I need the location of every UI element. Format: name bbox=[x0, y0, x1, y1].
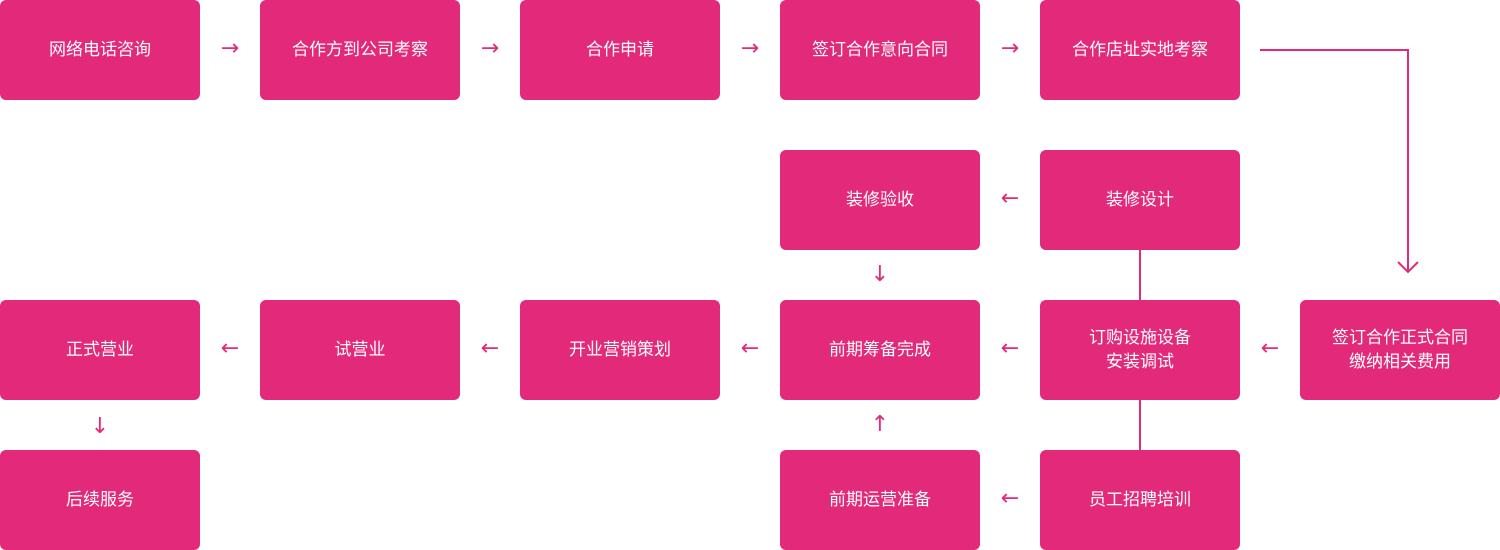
arrow-left-icon: ← bbox=[220, 336, 240, 361]
step-label: 网络电话咨询 bbox=[49, 40, 151, 60]
arrow-right-icon: → bbox=[740, 36, 760, 61]
step-network-phone-consult: 网络电话咨询 bbox=[0, 0, 200, 100]
step-label: 试营业 bbox=[334, 340, 386, 360]
arrow-left-icon: ← bbox=[480, 336, 500, 361]
step-label: 合作申请 bbox=[586, 40, 654, 60]
step-label: 员工招聘培训 bbox=[1089, 490, 1191, 510]
step-label: 开业营销策划 bbox=[569, 340, 671, 360]
step-order-equipment: 订购设施设备 安装调试 bbox=[1040, 300, 1240, 400]
step-label-line1: 签订合作正式合同 bbox=[1332, 328, 1468, 348]
step-label: 合作店址实地考察 bbox=[1072, 40, 1208, 60]
connector-s5-to-s6 bbox=[1260, 49, 1409, 272]
connector-s6-arrowhead bbox=[1397, 261, 1419, 274]
step-preparation-complete: 前期筹备完成 bbox=[780, 300, 980, 400]
step-follow-up-service: 后续服务 bbox=[0, 450, 200, 550]
arrow-left-icon: ← bbox=[1000, 336, 1020, 361]
step-cooperation-application: 合作申请 bbox=[520, 0, 720, 100]
step-label: 合作方到公司考察 bbox=[292, 40, 428, 60]
arrow-left-icon: ← bbox=[740, 336, 760, 361]
step-partner-visit-company: 合作方到公司考察 bbox=[260, 0, 460, 100]
step-renovation-design: 装修设计 bbox=[1040, 150, 1240, 250]
arrow-right-icon: → bbox=[1000, 36, 1020, 61]
step-label: 前期运营准备 bbox=[829, 490, 931, 510]
arrow-left-icon: ← bbox=[1000, 186, 1020, 211]
step-sign-intent-contract: 签订合作意向合同 bbox=[780, 0, 980, 100]
step-label-line2: 缴纳相关费用 bbox=[1349, 352, 1451, 372]
arrow-left-icon: ← bbox=[1000, 486, 1020, 511]
step-site-inspection: 合作店址实地考察 bbox=[1040, 0, 1240, 100]
step-label: 装修设计 bbox=[1106, 190, 1174, 210]
arrow-right-icon: → bbox=[480, 36, 500, 61]
step-official-opening: 正式营业 bbox=[0, 300, 200, 400]
step-renovation-acceptance: 装修验收 bbox=[780, 150, 980, 250]
step-trial-operation: 试营业 bbox=[260, 300, 460, 400]
step-label: 前期筹备完成 bbox=[829, 340, 931, 360]
step-label: 后续服务 bbox=[66, 490, 134, 510]
arrow-left-icon: ← bbox=[1260, 336, 1280, 361]
step-label: 签订合作意向合同 bbox=[812, 40, 948, 60]
arrow-up-icon: ↑ bbox=[870, 412, 890, 437]
arrow-down-icon: ↓ bbox=[870, 262, 890, 287]
step-preliminary-operation-prep: 前期运营准备 bbox=[780, 450, 980, 550]
step-opening-marketing-plan: 开业营销策划 bbox=[520, 300, 720, 400]
step-label-line1: 订购设施设备 bbox=[1089, 328, 1191, 348]
step-label: 正式营业 bbox=[66, 340, 134, 360]
arrow-down-icon: ↓ bbox=[90, 414, 110, 439]
step-label: 装修验收 bbox=[846, 190, 914, 210]
step-sign-formal-contract: 签订合作正式合同 缴纳相关费用 bbox=[1300, 300, 1500, 400]
step-staff-recruit-training: 员工招聘培训 bbox=[1040, 450, 1240, 550]
step-label-line2: 安装调试 bbox=[1106, 352, 1174, 372]
arrow-right-icon: → bbox=[220, 36, 240, 61]
